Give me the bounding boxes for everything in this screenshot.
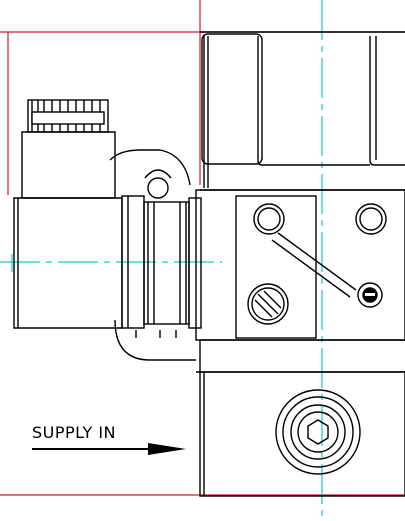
supply-in-label: SUPPLY IN [32, 423, 116, 442]
center-lines [0, 0, 323, 521]
solenoid-coil [13, 149, 196, 361]
connector-icon [21, 99, 116, 199]
lever-icon [253, 203, 387, 308]
supply-arrow [32, 443, 186, 455]
manifold-block [199, 371, 405, 497]
valve-body-middle [195, 189, 405, 373]
screw-icon [247, 283, 289, 325]
valve-body-upper [200, 31, 405, 191]
port-icon [275, 389, 361, 475]
coil-nut [121, 195, 202, 338]
